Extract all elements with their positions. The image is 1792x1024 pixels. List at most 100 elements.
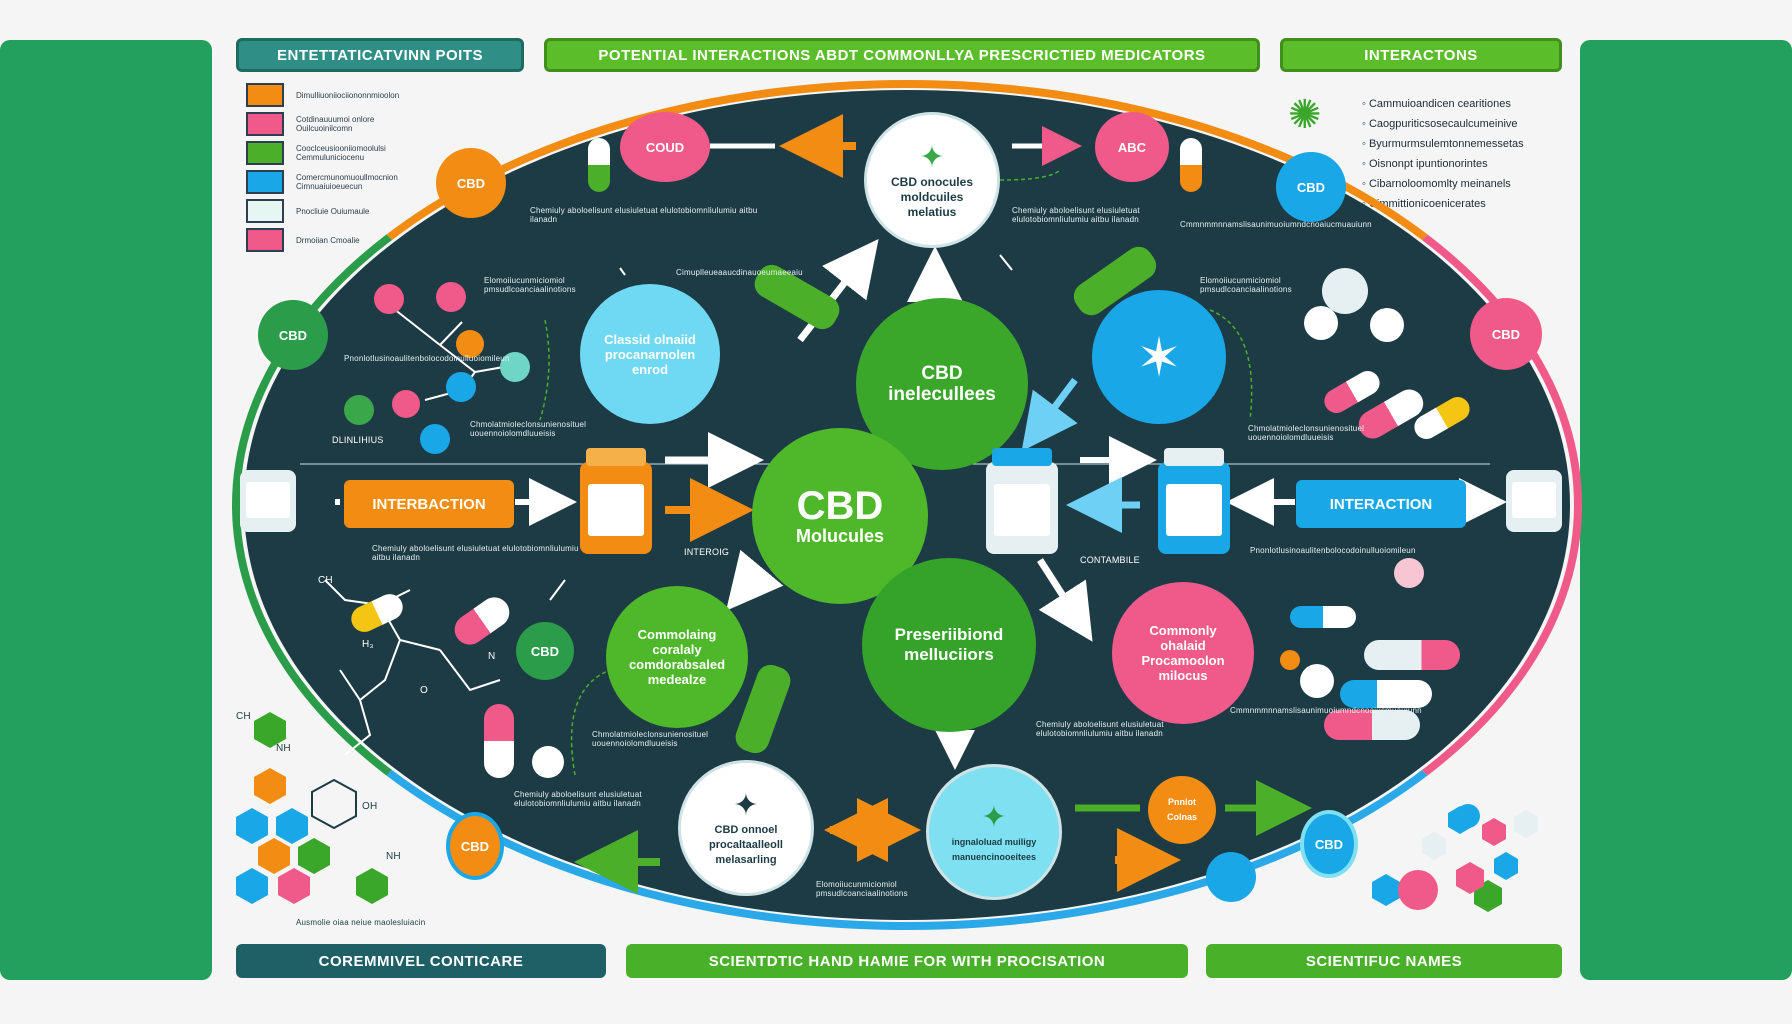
caption-text: Chmolatmioleclonsunienosituel uouennoiol…	[1248, 424, 1365, 442]
prescribed-medications-node: Preseriibiond melluciiors	[862, 558, 1036, 732]
caption-label: DLINLIHIUS	[332, 435, 384, 445]
legend-swatch	[246, 112, 284, 136]
banner-bottom-center: SCIENTDTIC HAND HAMIE FOR WITH PROCISATI…	[626, 944, 1188, 978]
leaf-icon: ✺	[1288, 93, 1322, 137]
capsule-icon	[484, 704, 514, 778]
capsule-icon	[1324, 710, 1420, 740]
legend-swatch	[246, 199, 284, 223]
cbd-node-blue-right: CBD	[1276, 152, 1346, 222]
legend-row: Cooclceusiooniiomoolulsi Cemmuluniciocen…	[246, 141, 406, 165]
caption-text: Chemiuly aboloelisunt elusiuletuat elulo…	[372, 544, 579, 562]
molecule-atom	[374, 284, 404, 314]
cbd-node-green-left: CBD	[258, 300, 328, 370]
capsule-icon	[1180, 138, 1202, 192]
legend-text: Drmoiian Cmoalie	[296, 235, 360, 245]
chem-label: CH	[318, 575, 333, 586]
caption-text: Pnonlotlusinoaulitenbolocodoinulluoiomil…	[1250, 546, 1416, 555]
cbd-bottom-blue-node: CBD	[1300, 810, 1358, 878]
caption-text: Cmmnmmnnamslisaunimuoiumndcnoaiucmuauiun…	[1230, 706, 1422, 715]
banner-top-center: POTENTIAL INTERACTIONS ABDT COMMONLLYA P…	[544, 38, 1260, 72]
caption-text: Chemiuly aboloelisunt elusiuletuat elulo…	[1036, 720, 1164, 738]
caption-label: INTEROIG	[684, 547, 730, 557]
chem-label: NH	[276, 743, 291, 754]
cbd-node-pink-right: CBD	[1470, 298, 1542, 370]
caption-text: Chemiuly aboloelisunt elusiuletuat elulo…	[1012, 206, 1140, 224]
cbd-node-small-green: CBD	[516, 622, 574, 680]
legend-row: Dimulliuoniiociiononnmioolon	[246, 83, 406, 107]
legend-row: Pnocliuie Ouiumaule	[246, 199, 406, 223]
capsule-icon	[1290, 606, 1356, 628]
banner-bottom-left: COREMMIVEL CONTICARE	[236, 944, 606, 978]
cbd-node-orange-left: CBD	[436, 148, 506, 218]
abc-node: ABC	[1095, 112, 1169, 182]
banner-bottom-right: SCIENTIFUC NAMES	[1206, 944, 1562, 978]
blue-dot	[1206, 852, 1256, 902]
classic-node: Classid olnaiid procanarnolen enrod	[580, 284, 720, 424]
tablet-icon	[532, 746, 564, 778]
list-item: ◦ Cibarnoloomomlty meinanels	[1362, 178, 1511, 190]
cbd-bottom-left-node: ✦ CBD onnoel procaltaalleoll melasarling	[678, 760, 814, 896]
right-side-panel	[1580, 40, 1792, 980]
caption-text: Chemiuly aboloelisunt elusiuletuat elulo…	[530, 206, 758, 224]
molecule-atom	[344, 395, 374, 425]
medication-jar-white	[986, 448, 1058, 554]
tablet-icon	[1300, 664, 1334, 698]
leaf-icon: ✦	[919, 141, 945, 174]
legend-text: Cooclceusiooniiomoolulsi Cemmuluniciocen…	[296, 144, 386, 162]
legend-swatch	[246, 141, 284, 165]
tablet-icon	[1370, 308, 1404, 342]
medication-jar-small-right	[1506, 470, 1562, 532]
diagram-ring	[232, 80, 1582, 930]
interactions-list: ◦ Cammuioandicen cearitiones ◦ Caogpurit…	[1362, 94, 1524, 214]
legend-text: Dimulliuoniiociiononnmioolon	[296, 90, 400, 100]
caption-text: Chmolatmioleclonsunienosituel uouennoiol…	[470, 420, 587, 438]
leaf-icon: ✦	[733, 789, 759, 822]
legend: Dimulliuoniiociiononnmioolon Cotdinauuum…	[246, 83, 406, 258]
medication-jar-small-left	[240, 470, 296, 532]
molecule-atom	[392, 390, 420, 418]
list-item: ◦ Oisnonpt ipuntionorintes	[1362, 158, 1488, 170]
caption-text: Pnonlotlusinoaulitenbolocodoinulluoiomil…	[344, 354, 510, 363]
cbd-molecules-top-node: ✦ CBD onocules moldcuiles melatius	[864, 112, 1000, 248]
coud-node: COUD	[620, 112, 710, 182]
legend-row: Comercmunomuoullmocnion Cimnuaiuioeuecun	[246, 170, 406, 194]
caption-text: Elomoiiucunmiciomiol pmsudlcoanciaalinot…	[816, 880, 908, 898]
tablet-icon	[1394, 558, 1424, 588]
tablet-icon	[1304, 306, 1338, 340]
legend-text: Pnocliuie Ouiumaule	[296, 206, 370, 216]
bottom-mid-node: ✦ ingnaloluad muiligy manuencinooeitees	[926, 764, 1062, 900]
caption-text: Elomoiiucunmiciomiol pmsudlcoanciaalinot…	[484, 276, 576, 294]
left-side-panel	[0, 40, 212, 980]
medication-jar-orange	[580, 448, 652, 554]
chem-label: OH	[362, 801, 378, 812]
interaction-right-button[interactable]: INTERACTION	[1296, 480, 1466, 528]
leaf-icon: ✦	[981, 800, 1007, 834]
caption-text: Chmolatmioleclonsunienosituel uouennoiol…	[592, 730, 709, 748]
caption-text: Chemiuly aboloelisunt elusiuletuat elulo…	[514, 790, 642, 808]
legend-row: Drmoiian Cmoalie	[246, 228, 406, 252]
tablet-icon	[1322, 268, 1368, 314]
commonly-left-node: Commolaing coralaly comdorabsaled medeal…	[606, 586, 748, 728]
chem-label: O	[420, 685, 428, 696]
cbd-bottom-orange-node: CBD	[446, 812, 504, 880]
banner-top-right: INTERACTONS	[1280, 38, 1562, 72]
tablet-icon	[1280, 650, 1300, 670]
commonly-right-node: Commonly ohalaid Procamoolon milocus	[1112, 582, 1254, 724]
chem-label: N	[488, 651, 496, 662]
small-orange-node: Pnnlot Colnas	[1148, 776, 1216, 844]
capsule-icon	[1340, 680, 1432, 708]
legend-row: Cotdinauuumoi onlore Ouilcuoinilcomn	[246, 112, 406, 136]
caption-label: CONTAMBILE	[1080, 555, 1140, 565]
legend-swatch	[246, 83, 284, 107]
chem-label: H₃	[362, 639, 374, 650]
cannabis-blue-node: ✶	[1092, 290, 1226, 424]
caption-text: Cmmnmmnnamslisaunimuoiumndcnoaiucmuauiun…	[1180, 220, 1372, 229]
list-item: ◦ Byurmurmsulemtonnemessetas	[1362, 138, 1524, 150]
banner-top-left: ENTETTATICATVINN POITS	[236, 38, 524, 72]
caption-text: Ausmolie oiaa neiue maolesluiacin	[296, 918, 426, 927]
list-item: ◦ Caogpuriticsosecaulcumeinive	[1362, 118, 1518, 130]
capsule-icon	[1364, 640, 1460, 670]
interaction-left-button[interactable]: INTERBACTION	[344, 480, 514, 528]
chem-label: CH	[236, 711, 251, 722]
